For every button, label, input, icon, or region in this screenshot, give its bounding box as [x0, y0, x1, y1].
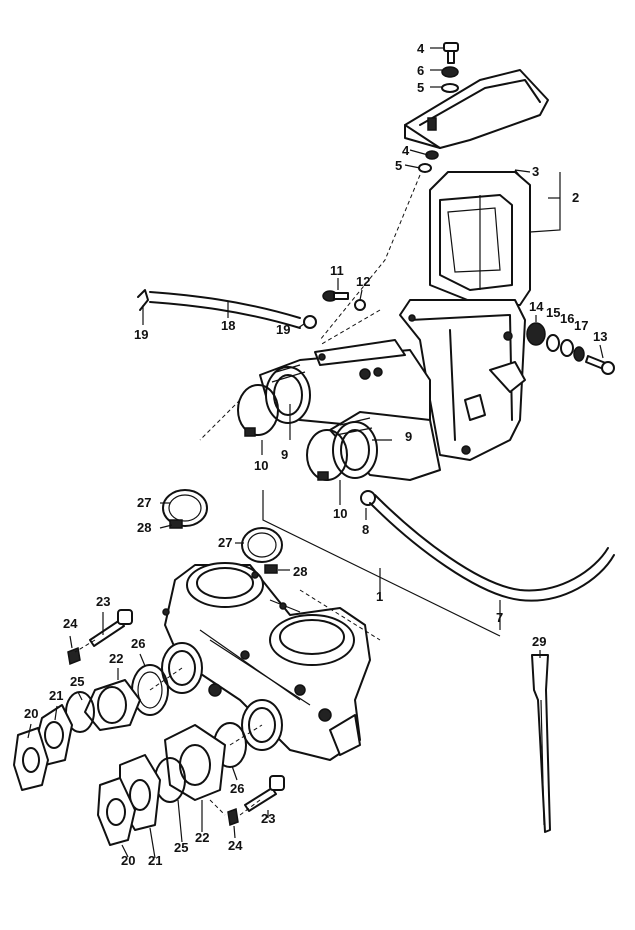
clamp-part-27-right	[241, 527, 283, 563]
carburetor-assembly	[161, 562, 371, 761]
screw-part-4-top	[443, 42, 459, 64]
callout-27-right: 27	[218, 535, 232, 550]
callout-25-lower: 25	[174, 840, 188, 855]
dashed-assembly-lines	[74, 174, 421, 816]
callout-9-left: 9	[281, 447, 288, 462]
washer-part-15	[546, 334, 560, 352]
callout-6: 6	[417, 63, 424, 78]
callout-19-right: 19	[276, 322, 290, 337]
bracket-upper	[314, 339, 406, 380]
bolt-part-23-lower	[244, 775, 285, 812]
bolt-part-13	[585, 355, 615, 375]
callout-23-lower: 23	[261, 811, 275, 826]
hose-clamp-part-10-upper	[237, 384, 279, 437]
callout-26-lower: 26	[230, 781, 244, 796]
grommet-part-6	[441, 66, 459, 78]
callout-15: 15	[546, 305, 560, 320]
clip-part-19-right	[303, 315, 317, 329]
clamp-part-27-left	[162, 489, 208, 527]
clip-part-8	[360, 490, 376, 506]
screw-part-11	[322, 290, 349, 302]
intake-boot-lower	[329, 411, 441, 481]
callout-11: 11	[330, 263, 344, 278]
holder-part-22-upper	[84, 679, 141, 731]
callout-20-upper: 20	[24, 706, 38, 721]
hose-clamp-part-10-lower	[306, 429, 348, 481]
callout-21-upper: 21	[49, 688, 63, 703]
callout-26-upper: 26	[131, 636, 145, 651]
callout-5-side: 5	[395, 158, 402, 173]
callout-4-side: 4	[402, 143, 410, 158]
callout-labels: 4 6 5 4 5 3 2 11 12 19 18 19 14 15 16 17…	[24, 41, 607, 868]
screw-part-28-right	[264, 564, 278, 574]
callout-22-upper: 22	[109, 651, 123, 666]
callout-28-right: 28	[293, 564, 307, 579]
leader-lines	[27, 47, 604, 859]
callout-3: 3	[532, 164, 539, 179]
callout-2: 2	[572, 190, 579, 205]
callout-13: 13	[593, 329, 607, 344]
callout-24-upper: 24	[63, 616, 78, 631]
clip-part-19-left	[137, 289, 149, 311]
callout-25-upper: 25	[70, 674, 84, 689]
callout-29: 29	[532, 634, 546, 649]
callout-17: 17	[574, 318, 588, 333]
callout-21-lower: 21	[148, 853, 162, 868]
spacer-part-16	[560, 339, 574, 357]
drain-hose-part-7	[369, 494, 615, 602]
callout-12: 12	[356, 274, 370, 289]
gasket-part-20-lower	[97, 777, 136, 846]
callout-19-left: 19	[134, 327, 148, 342]
holder-part-22-lower	[164, 724, 226, 801]
screw-part-28-left	[169, 519, 183, 529]
callout-14: 14	[529, 299, 544, 314]
callout-16: 16	[560, 311, 574, 326]
callout-5-top: 5	[417, 80, 424, 95]
nut-part-12	[354, 299, 366, 311]
washer-part-5-top	[441, 83, 459, 93]
air-cleaner-element	[429, 171, 531, 306]
callout-10-left: 10	[254, 458, 268, 473]
air-cleaner-cap	[404, 69, 549, 149]
callout-8: 8	[362, 522, 369, 537]
grommet-part-14	[526, 322, 546, 346]
callout-22-lower: 22	[195, 830, 209, 845]
gasket-part-20-upper	[13, 727, 49, 791]
callout-4-top: 4	[417, 41, 425, 56]
callout-9-right: 9	[405, 429, 412, 444]
callout-24-lower: 24	[228, 838, 243, 853]
screw-part-4-side	[418, 150, 439, 173]
callout-18: 18	[221, 318, 235, 333]
callout-28-left: 28	[137, 520, 151, 535]
callout-10-right: 10	[333, 506, 347, 521]
nut-part-24-upper	[67, 646, 81, 666]
callout-20-lower: 20	[121, 853, 135, 868]
washer-part-17	[573, 346, 585, 362]
callout-7: 7	[496, 610, 503, 625]
callout-23-upper: 23	[96, 594, 110, 609]
tool-part-29	[531, 654, 551, 833]
callout-1: 1	[376, 589, 383, 604]
callout-27-left: 27	[137, 495, 151, 510]
nut-part-24-lower	[227, 807, 239, 827]
bolt-part-23-upper	[89, 609, 133, 647]
breather-hose-part-18	[149, 291, 301, 329]
